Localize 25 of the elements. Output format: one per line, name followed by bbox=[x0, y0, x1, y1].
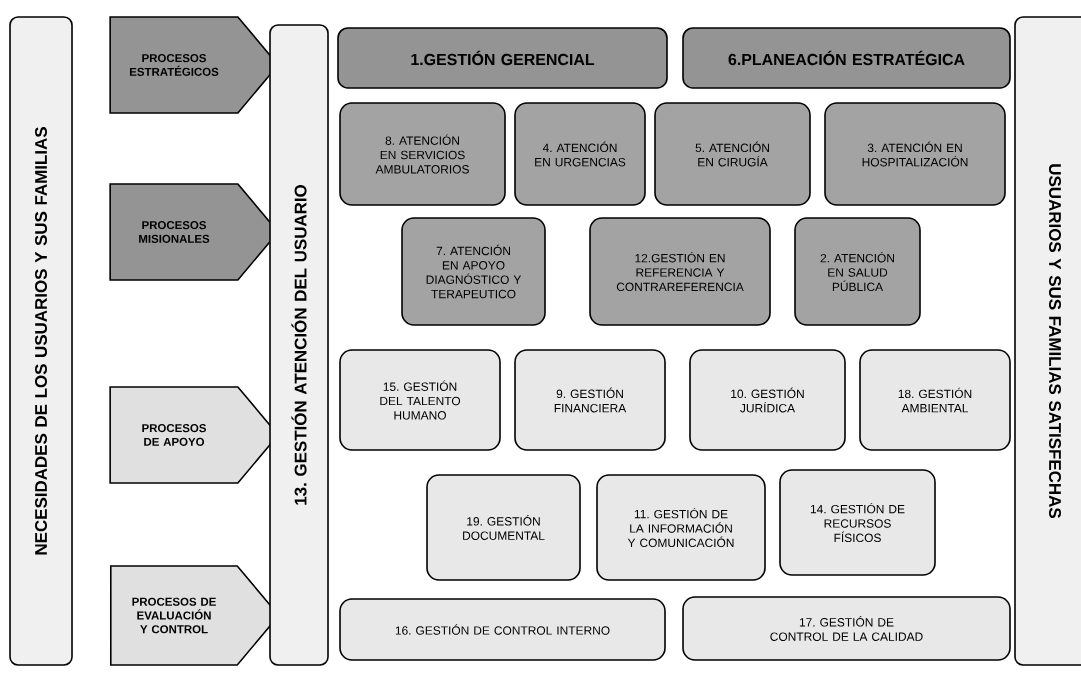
process-box: 15. GESTIÓN DEL TALENTO HUMANO bbox=[339, 349, 501, 451]
process-box: 19. GESTIÓN DOCUMENTAL bbox=[426, 474, 581, 581]
process-box: 7. ATENCIÓN EN APOYO DIAGNÓSTICO Y TERAPEUTICO bbox=[401, 217, 546, 326]
side-bar: NECESIDADES DE LOS USUARIOS Y SUS FAMILIAS bbox=[9, 16, 73, 666]
process-box: 18. GESTIÓN AMBIENTAL bbox=[859, 349, 1011, 451]
process-tag: PROCESOS DE EVALUACIÓN Y CONTROL bbox=[110, 565, 280, 666]
process-box: 17. GESTIÓN DE CONTROL DE LA CALIDAD bbox=[682, 596, 1011, 661]
process-box: 3. ATENCIÓN EN HOSPITALIZACIÓN bbox=[824, 102, 1006, 206]
process-box: 4. ATENCIÓN EN URGENCIAS bbox=[514, 102, 646, 206]
process-box: 10. GESTIÓN JURÍDICA bbox=[689, 349, 846, 451]
process-box: 1.GESTIÓN GERENCIAL bbox=[337, 27, 668, 89]
process-box: 14. GESTIÓN DE RECURSOS FÍSICOS bbox=[779, 469, 936, 576]
process-box: 5. ATENCIÓN EN CIRUGÍA bbox=[654, 102, 811, 206]
process-box: 2. ATENCIÓN EN SALUD PÚBLICA bbox=[794, 217, 921, 326]
process-tag: PROCESOS ESTRATÉGICOS bbox=[109, 16, 280, 114]
process-box: 12.GESTIÓN EN REFERENCIA Y CONTRAREFERENCIA bbox=[589, 217, 771, 326]
process-box: 16. GESTIÓN DE CONTROL INTERNO bbox=[339, 598, 666, 661]
process-box: 11. GESTIÓN DE LA INFORMACIÓN Y COMUNICACIÓN bbox=[596, 474, 766, 581]
process-box: 6.PLANEACIÓN ESTRATÉGICA bbox=[682, 27, 1011, 89]
process-tag: PROCESOS MISIONALES bbox=[109, 183, 280, 281]
side-bar: USUARIOS Y SUS FAMILIAS SATISFECHAS bbox=[1014, 16, 1081, 666]
process-tag: PROCESOS DE APOYO bbox=[109, 386, 280, 484]
process-box: 9. GESTIÓN FINANCIERA bbox=[514, 349, 666, 451]
side-bar: 13. GESTIÓN ATENCIÓN DEL USUARIO bbox=[269, 24, 329, 666]
process-box: 8. ATENCIÓN EN SERVICIOS AMBULATORIOS bbox=[339, 102, 506, 206]
